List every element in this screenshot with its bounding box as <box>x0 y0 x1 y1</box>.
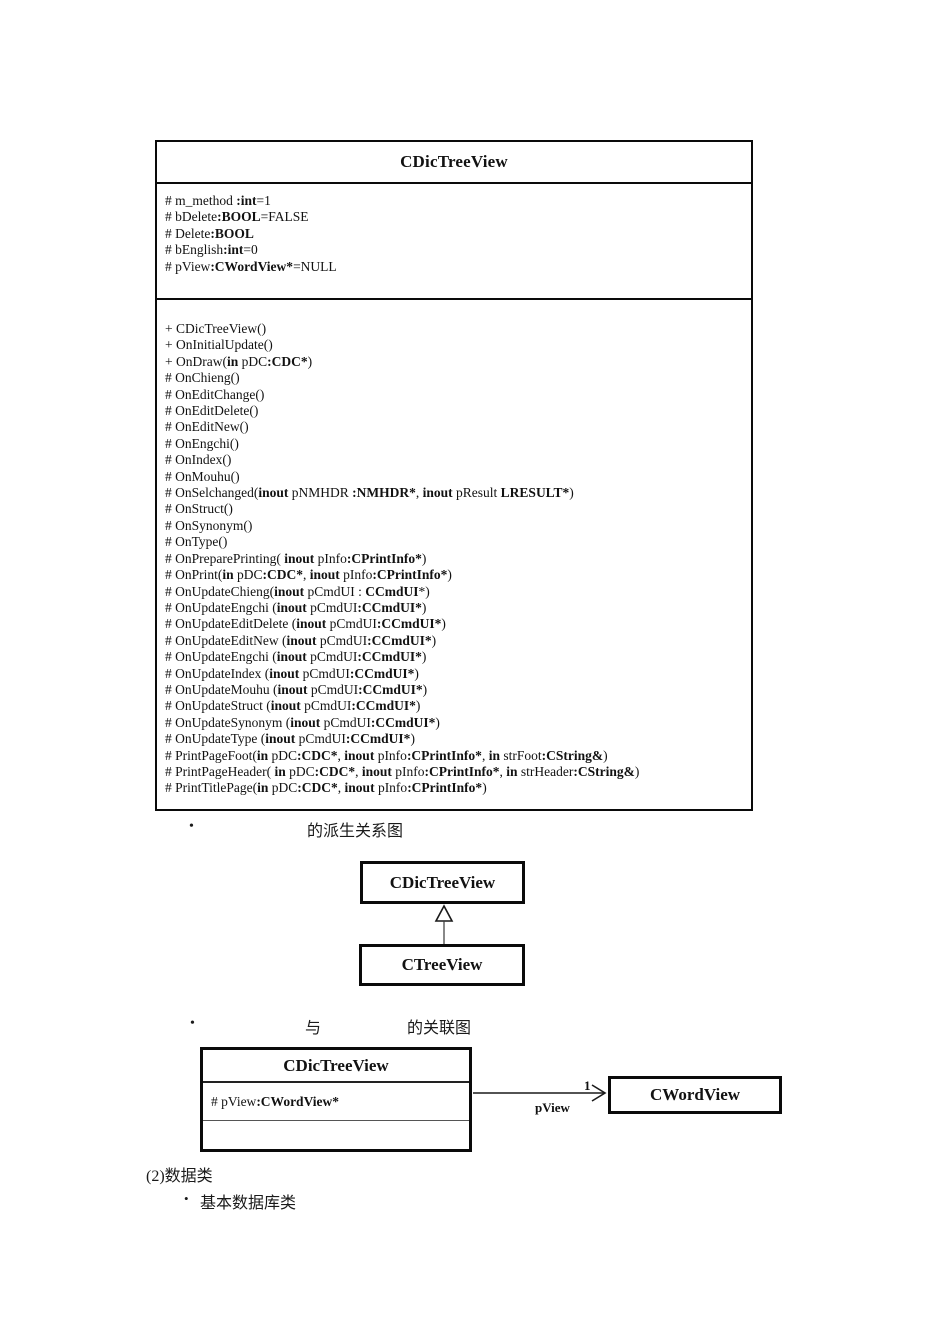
member-line: # OnUpdateEditNew (inout pCmdUI:CCmdUI*) <box>165 632 437 648</box>
member-line: # m_method :int=1 <box>165 193 271 208</box>
member-line: # PrintTitlePage(in pDC:CDC*, inout pInf… <box>165 780 487 796</box>
class-title: CDicTreeView <box>400 152 508 171</box>
member-line: # PrintPageFoot(in pDC:CDC*, inout pInfo… <box>165 747 608 763</box>
member-line: # pView:CWordView*=NULL <box>165 258 337 274</box>
arrowhead-icon <box>591 1084 607 1102</box>
class-box-cwordview: CWordView <box>608 1076 782 1114</box>
class-box-ctreeview: CTreeView <box>359 944 525 986</box>
member-line: # OnUpdateEditDelete (inout pCmdUI:CCmdU… <box>165 616 446 632</box>
member-line: # OnPrint(in pDC:CDC*, inout pInfo:CPrin… <box>165 567 452 583</box>
member-line: # OnEditDelete() <box>165 403 259 419</box>
member-line: # OnUpdateType (inout pCmdUI:CCmdUI*) <box>165 731 415 747</box>
member-line: # OnEditNew() <box>165 419 249 435</box>
footer-item-label: 基本数据库类 <box>200 1195 297 1212</box>
member-line: # OnStruct() <box>165 501 233 517</box>
member-line: # OnEngchi() <box>165 435 239 451</box>
uml-class-box-cdictreeview: CDicTreeView # m_method :int=1# bDelete:… <box>155 140 753 811</box>
member-line: # Delete:BOOL <box>165 225 254 241</box>
member-line: # OnChieng() <box>165 370 240 386</box>
class-title: CDicTreeView <box>283 1056 389 1075</box>
member-line: + CDicTreeView() <box>165 321 267 336</box>
member-line: # OnSynonym() <box>165 517 253 533</box>
member-line: + OnInitialUpdate() <box>165 337 273 353</box>
member-line: # OnUpdateMouhu (inout pCmdUI:CCmdUI*) <box>165 681 428 697</box>
member-line: # OnMouhu() <box>165 468 240 484</box>
member-line: # OnSelchanged(inout pNMHDR :NMHDR*, ino… <box>165 485 574 501</box>
derivation-caption: 的派生关系图 <box>307 823 404 840</box>
association-caption-with: 与 <box>305 1020 322 1037</box>
methods-compartment: + CDicTreeView()+ OnInitialUpdate()+ OnD… <box>157 298 751 811</box>
attributes-compartment: # m_method :int=1# bDelete:BOOL=FALSE# D… <box>157 182 751 298</box>
class-name: CTreeView <box>401 955 483 974</box>
association-caption: 的关联图 <box>407 1020 472 1037</box>
member-line: # OnUpdateEngchi (inout pCmdUI:CCmdUI*) <box>165 599 427 615</box>
multiplicity-label: 1 <box>584 1078 591 1093</box>
member-line: # OnEditChange() <box>165 386 265 402</box>
assoc-class-box-cdictreeview: CDicTreeView # pView:CWordView* <box>200 1047 472 1152</box>
member-line: # OnUpdateEngchi (inout pCmdUI:CCmdUI*) <box>165 649 427 665</box>
member-line: # OnIndex() <box>165 452 232 468</box>
class-box-cdictreeview: CDicTreeView <box>360 861 525 904</box>
member-line: # OnType() <box>165 534 228 550</box>
section-heading: (2)数据类 <box>146 1168 213 1185</box>
empty-compartment <box>203 1120 469 1149</box>
member-line: # PrintPageHeader( in pDC:CDC*, inout pI… <box>165 763 640 779</box>
bullet-icon: • <box>184 1191 189 1206</box>
bullet-icon: • <box>189 819 194 834</box>
class-name: CWordView <box>649 1085 741 1104</box>
member-line: # bEnglish:int=0 <box>165 242 258 258</box>
member-line: # OnUpdateIndex (inout pCmdUI:CCmdUI*) <box>165 665 419 681</box>
member-line: # OnUpdateStruct (inout pCmdUI:CCmdUI*) <box>165 698 421 714</box>
class-name: CDicTreeView <box>389 872 496 892</box>
attribute-line: # pView:CWordView* <box>203 1081 469 1120</box>
member-line: # OnPreparePrinting( inout pInfo:CPrintI… <box>165 550 427 566</box>
member-line: # OnUpdateSynonym (inout pCmdUI:CCmdUI*) <box>165 714 440 730</box>
member-line: + OnDraw(in pDC:CDC*) <box>165 353 313 369</box>
member-line: # OnUpdateChieng(inout pCmdUI : CCmdUI*) <box>165 583 430 599</box>
inheritance-triangle-icon <box>434 904 454 922</box>
role-label-pview: pView <box>535 1100 570 1115</box>
bullet-icon: • <box>190 1016 195 1031</box>
member-line: # bDelete:BOOL=FALSE <box>165 209 309 225</box>
